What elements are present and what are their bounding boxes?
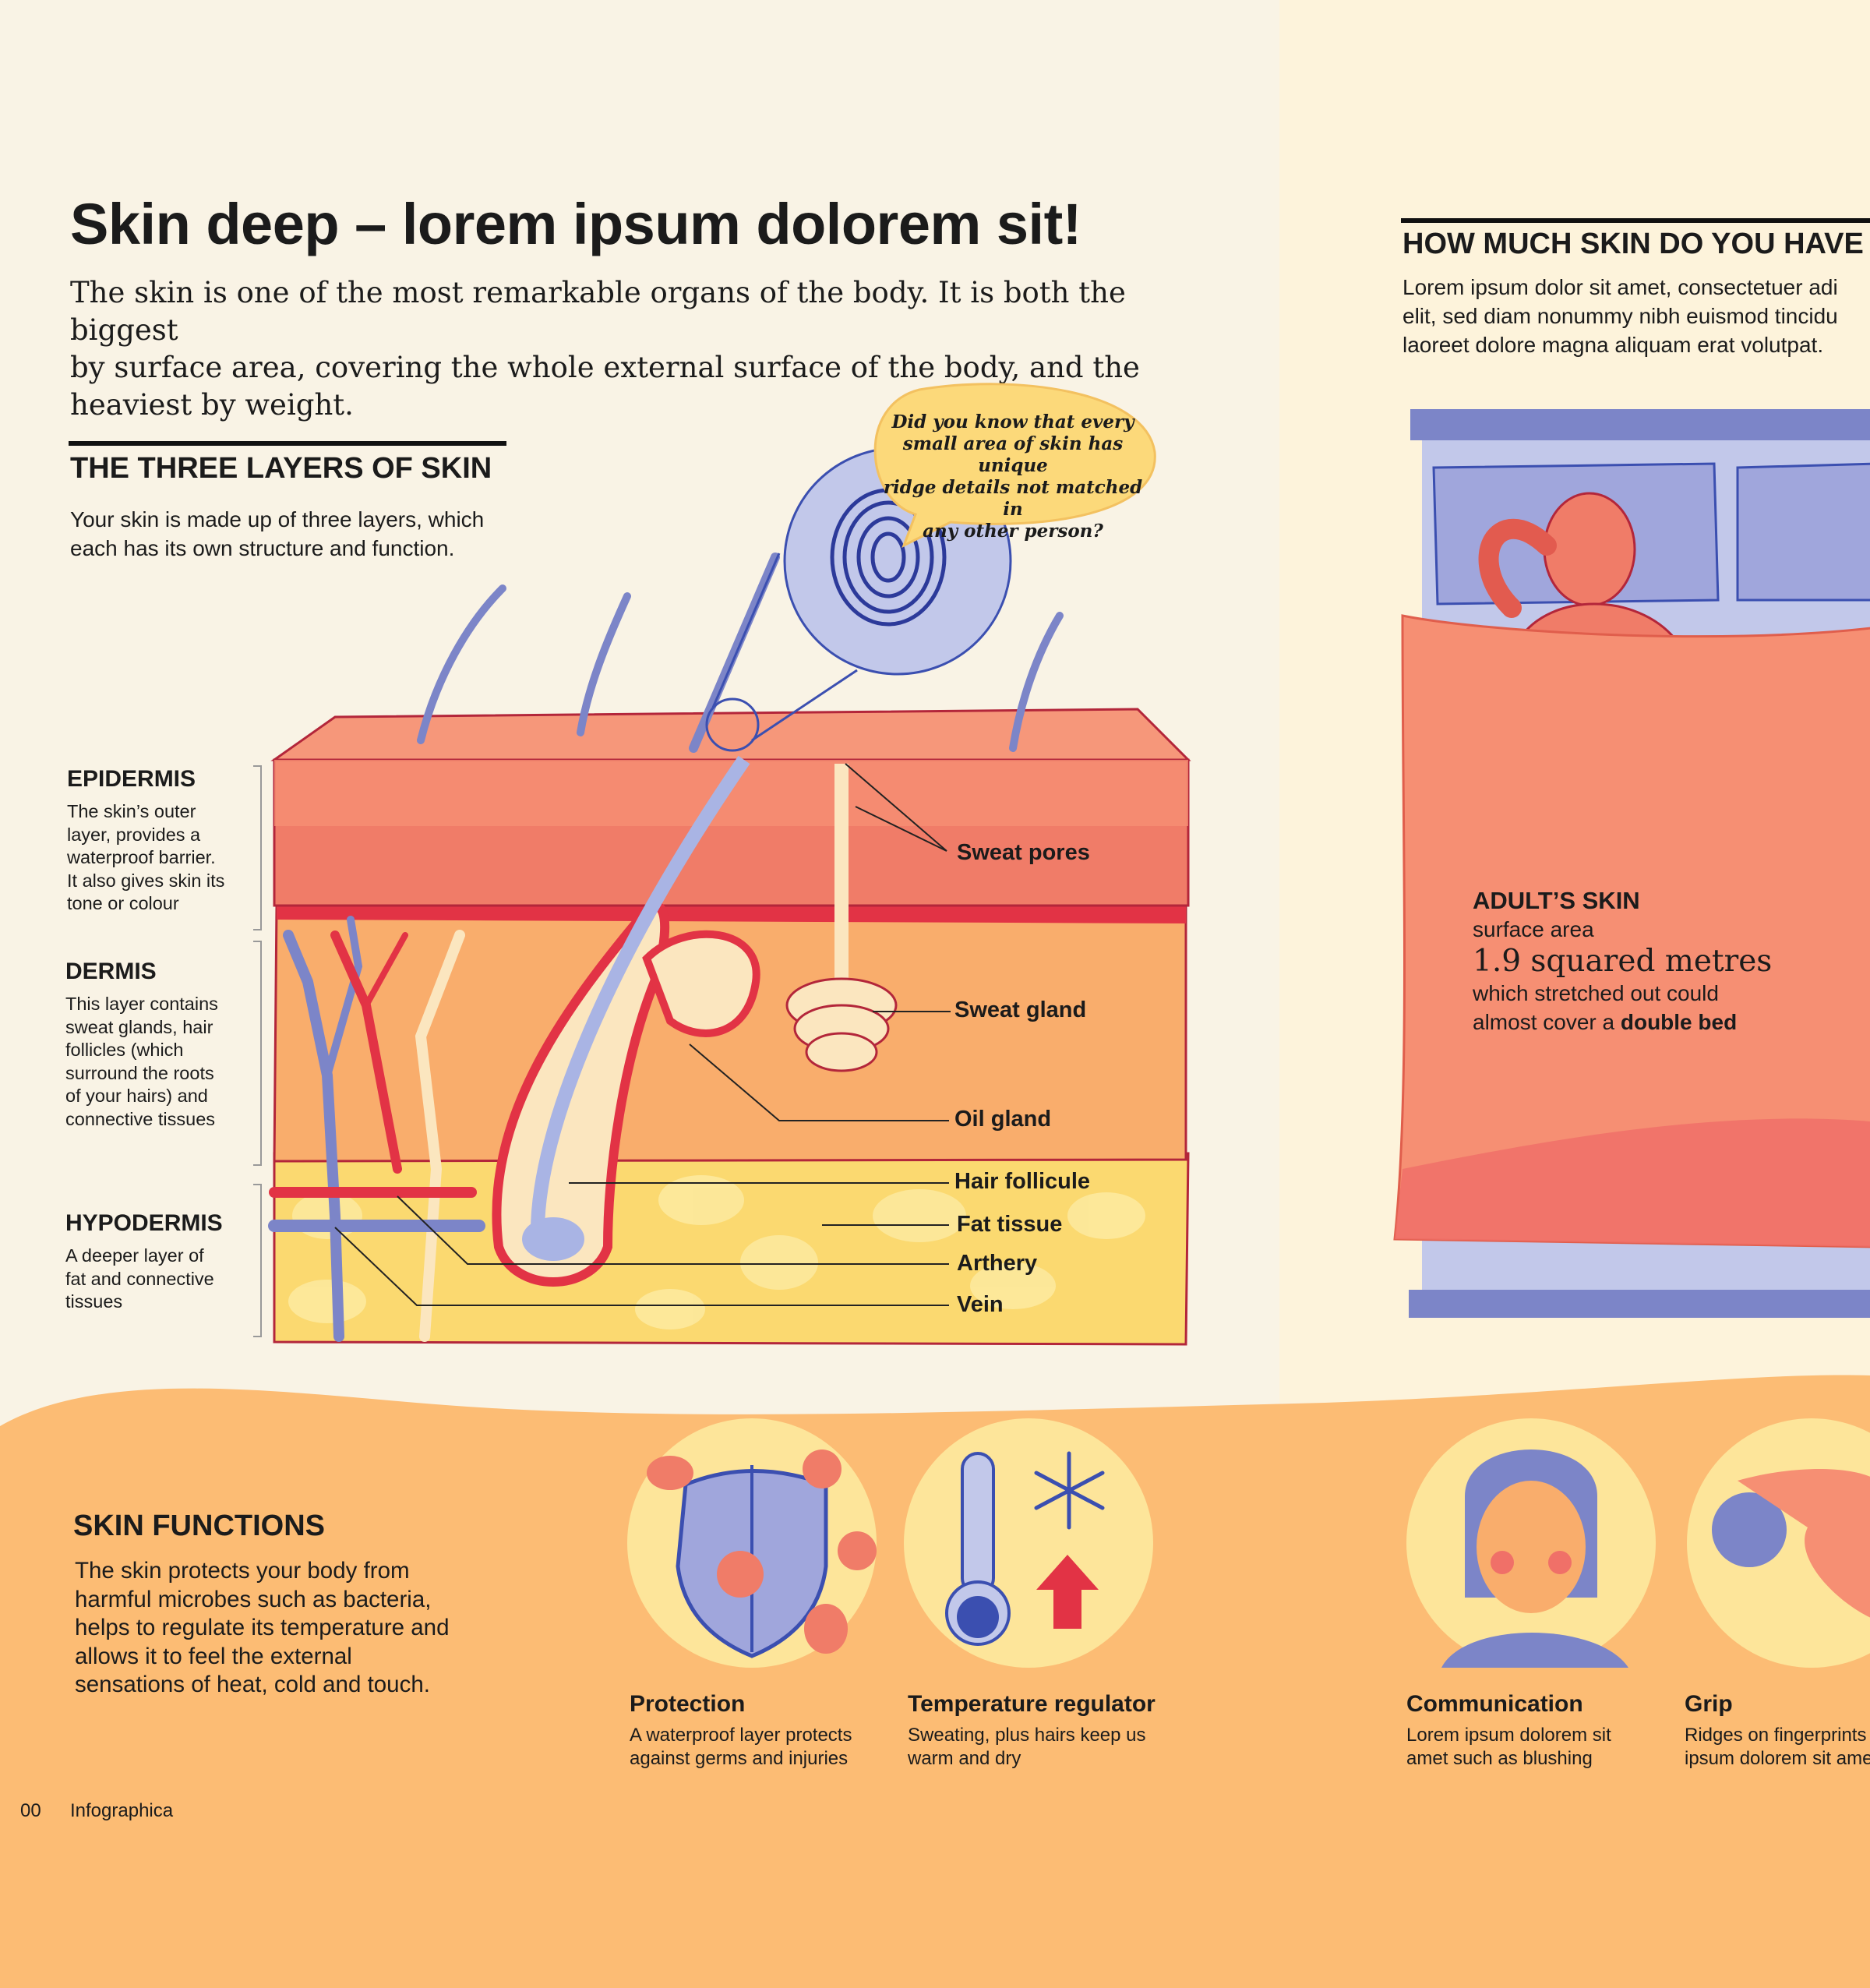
- caption-line: tone or colour: [67, 893, 179, 913]
- text-line: sensations of heat, cold and touch.: [75, 1672, 430, 1697]
- oil-gland: [642, 930, 760, 1037]
- layer-title: EPIDERMIS: [67, 766, 196, 792]
- label-fat-tissue: Fat tissue: [957, 1212, 1063, 1237]
- text-line: elit, sed diam nonummy nibh euismod tinc…: [1402, 304, 1838, 328]
- text-line: each has its own structure and function.: [70, 536, 455, 560]
- text-line: allows it to feel the external: [75, 1643, 352, 1669]
- functions-heading: SKIN FUNCTIONS: [73, 1510, 325, 1542]
- callout-line: ridge details not matched in: [883, 477, 1143, 520]
- function-title: Protection: [630, 1691, 746, 1717]
- adult-skin-stat: ADULT’S SKIN surface area 1.9 squared me…: [1473, 887, 1772, 1036]
- page-number: 00: [20, 1800, 41, 1821]
- page-title: Skin deep – lorem ipsum dolorem sit!: [70, 192, 1081, 256]
- skin-surface: [270, 708, 1191, 761]
- function-line: amet such as blushing: [1406, 1748, 1593, 1769]
- basal-line: [277, 906, 1186, 923]
- function-line: warm and dry: [908, 1748, 1021, 1769]
- function-title: Grip: [1685, 1691, 1733, 1717]
- layer-title: HYPODERMIS: [65, 1210, 223, 1236]
- text-line: helps to regulate its temperature and: [75, 1615, 450, 1640]
- intro-paragraph: The skin is one of the most remarkable o…: [70, 274, 1161, 424]
- epidermis-caption: EPIDERMIS The skin’s outer layer, provid…: [67, 766, 224, 916]
- caption-line: This layer contains: [65, 994, 218, 1014]
- stat-line: almost cover a double bed: [1473, 1008, 1772, 1036]
- caption-line: A deeper layer of: [65, 1245, 204, 1266]
- caption-line: surround the roots: [65, 1062, 214, 1083]
- label-sweat-gland: Sweat gland: [954, 998, 1087, 1022]
- caption-line: connective tissues: [65, 1108, 216, 1129]
- caption-line: The skin’s outer: [67, 801, 196, 821]
- caption-line: tissues: [65, 1291, 123, 1312]
- caption-line: waterproof barrier.: [67, 847, 216, 867]
- how-much-heading: HOW MUCH SKIN DO YOU HAVE: [1402, 228, 1864, 260]
- blood-vessels: [268, 916, 485, 1342]
- hair-follicle: [492, 755, 750, 1287]
- label-arthery: Arthery: [957, 1251, 1038, 1276]
- stat-line-bold: double bed: [1620, 1010, 1738, 1034]
- epidermis-layer: [273, 758, 1190, 907]
- dermis-caption: DERMIS This layer contains sweat glands,…: [65, 959, 218, 1131]
- publication-name: Infographica: [70, 1800, 174, 1821]
- stat-figure: 1.9 squared metres: [1473, 944, 1773, 979]
- callout-line: any other person?: [923, 521, 1103, 542]
- function-title: Temperature regulator: [908, 1691, 1156, 1717]
- caption-line: follicles (which: [65, 1040, 184, 1060]
- function-line: Ridges on fingerprints: [1685, 1725, 1867, 1746]
- text-line: laoreet dolore magna aliquam erat volutp…: [1402, 333, 1824, 357]
- function-communication: Communication Lorem ipsum dolorem sit am…: [1406, 1691, 1611, 1771]
- text-line: Your skin is made up of three layers, wh…: [70, 507, 485, 531]
- hypodermis-caption: HYPODERMIS A deeper layer of fat and con…: [65, 1210, 223, 1314]
- intro-line: The skin is one of the most remarkable o…: [70, 276, 1126, 347]
- layers-heading: THE THREE LAYERS OF SKIN: [70, 452, 492, 485]
- caption-line: of your hairs) and: [65, 1086, 208, 1106]
- label-sweat-pores: Sweat pores: [957, 840, 1090, 865]
- label-vein: Vein: [957, 1292, 1004, 1317]
- bottom-wave-background: [0, 1375, 1870, 1988]
- function-line: Lorem ipsum dolorem sit: [1406, 1725, 1611, 1746]
- sweat-gland: [785, 764, 898, 1072]
- text-line: Lorem ipsum dolor sit amet, consectetuer…: [1402, 275, 1838, 299]
- function-grip: Grip Ridges on fingerprints ipsum dolore…: [1685, 1691, 1870, 1771]
- label-oil-gland: Oil gland: [954, 1107, 1052, 1132]
- function-line: ipsum dolorem sit ame: [1685, 1748, 1870, 1769]
- label-hair-follicule: Hair follicule: [954, 1169, 1091, 1194]
- how-much-text: Lorem ipsum dolor sit amet, consectetuer…: [1402, 273, 1838, 359]
- right-page-background: [1279, 0, 1870, 1403]
- stat-line: surface area: [1473, 917, 1594, 941]
- text-line: The skin protects your body from: [75, 1558, 410, 1584]
- function-line: against germs and injuries: [630, 1748, 849, 1769]
- text-line: harmful microbes such as bacteria,: [75, 1586, 432, 1612]
- callout-line: small area of skin has unique: [902, 433, 1124, 476]
- layer-brackets: [253, 765, 262, 1337]
- caption-line: It also gives skin its: [67, 870, 225, 891]
- caption-line: fat and connective: [65, 1268, 214, 1289]
- section-rule: [69, 441, 506, 446]
- leader-lines: [334, 763, 951, 1306]
- functions-text: The skin protects your body from harmful…: [75, 1557, 449, 1700]
- function-title: Communication: [1406, 1691, 1583, 1717]
- stat-line: which stretched out could: [1473, 981, 1719, 1005]
- caption-line: layer, provides a: [67, 824, 201, 845]
- layer-title: DERMIS: [65, 959, 157, 984]
- function-protection: Protection A waterproof layer protects a…: [630, 1691, 852, 1771]
- function-temperature: Temperature regulator Sweating, plus hai…: [908, 1691, 1156, 1771]
- callout-line: Did you know that every: [891, 411, 1134, 433]
- intro-line: heaviest by weight.: [70, 388, 354, 422]
- stat-line-prefix: almost cover a: [1473, 1010, 1621, 1034]
- magnifier-lines: [705, 553, 858, 752]
- caption-line: sweat glands, hair: [65, 1016, 213, 1037]
- callout-text: Did you know that every small area of sk…: [877, 411, 1149, 542]
- stat-heading: ADULT’S SKIN: [1473, 887, 1640, 914]
- function-line: A waterproof layer protects: [630, 1725, 852, 1746]
- section-rule: [1401, 218, 1870, 223]
- function-line: Sweating, plus hairs keep us: [908, 1725, 1146, 1746]
- intro-line: by surface area, covering the whole exte…: [70, 351, 1140, 384]
- hairs: [417, 553, 1064, 753]
- layers-intro: Your skin is made up of three layers, wh…: [70, 505, 484, 563]
